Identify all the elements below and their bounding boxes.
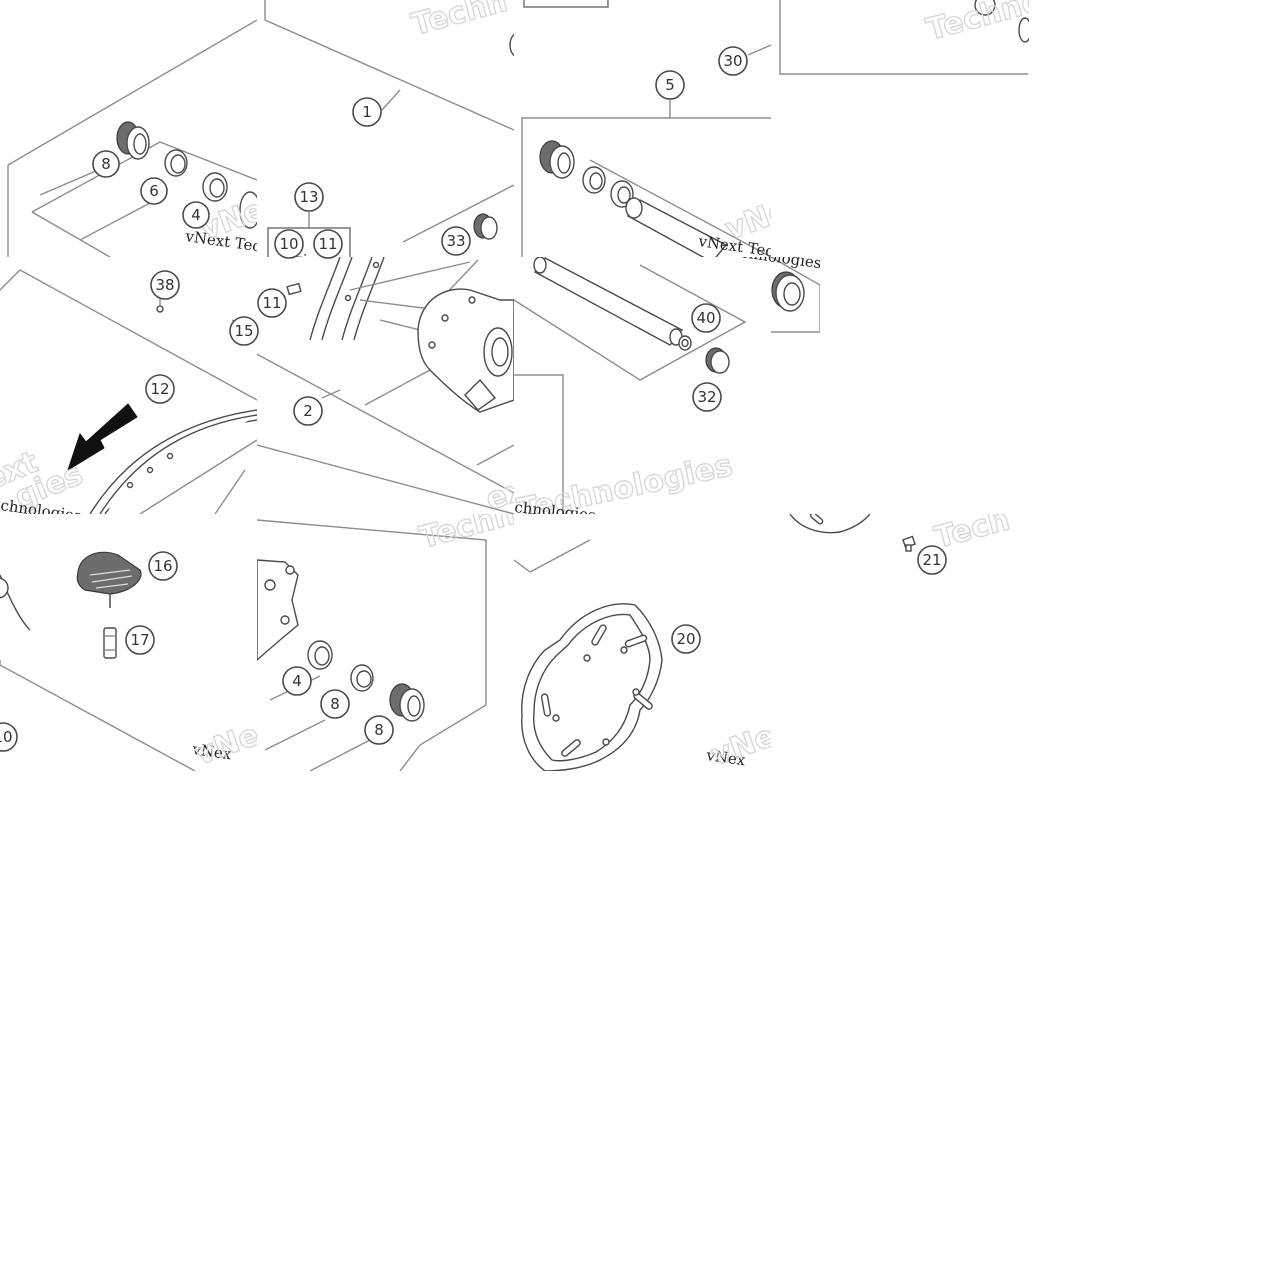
callout-1: 1 [352,97,382,127]
tile-disc-screw: Tech [789,502,1014,556]
svg-text:15: 15 [234,322,253,340]
collar-sleeve-part [705,347,730,374]
svg-text:12: 12 [150,380,169,398]
svg-text:10: 10 [279,235,298,253]
svg-text:11: 11 [318,235,337,253]
tile-rear-axle-parts: chnologies Technologies chnologies [514,257,820,528]
svg-text:vNex: vNex [190,740,233,763]
svg-text:33: 33 [446,232,465,250]
rear-seal-part [539,140,575,179]
svg-text:16: 16 [153,557,172,575]
svg-text:ogies: ogies [282,248,324,271]
spacer-ring-part [164,149,188,177]
tile-front-axle-center: Techn ogies [264,0,514,271]
front-seal-right-part [389,683,425,722]
callout-11: 11 [313,229,343,259]
svg-text:Technologies: Technologies [514,448,735,528]
callout-16: 16 [148,551,178,581]
tile-rear-top-right: Techno [779,0,1029,75]
tile-front-wheel-rim: ext gies chnologies [0,269,257,514]
tile-rear-axle-top: vNe vNext Technologies [521,0,771,257]
svg-text:40: 40 [696,309,715,327]
rear-axle-part [533,257,684,346]
axle-spacer-tube-part [625,197,728,257]
svg-text:vNex: vNex [704,746,747,769]
callout-15: 13 [294,182,324,212]
bearing-part [202,172,228,202]
direction-arrow-icon [67,403,138,472]
front-hub-part [417,288,514,413]
callout-2: 2 [293,396,323,426]
callout-6: 6 [140,177,168,205]
callout-20: 20 [671,624,701,654]
svg-text:17: 17 [130,631,149,649]
valve-part [103,627,117,659]
callout-10: 10 [274,229,304,259]
rim-lock-part [76,551,142,608]
svg-text:1: 1 [362,103,372,121]
callout-17: 17 [125,625,155,655]
svg-text:4: 4 [191,206,201,224]
callout-32: 32 [692,382,722,412]
svg-text:Techn: Techn [408,0,511,43]
callout-38: 38 [150,270,180,300]
callout-30: 30 [718,46,748,76]
callout-11-nipple: 11 [257,288,287,318]
callout-5: 5 [655,70,685,100]
callout-8: 8 [92,150,120,178]
callout-21: 21 [917,545,947,575]
tile-front-hub-spokes: ext [257,257,514,514]
dust-seal-part [473,213,498,240]
callout-8-right: 8 [364,715,394,745]
svg-text:2: 2 [303,402,313,420]
svg-text:8: 8 [374,721,384,739]
callout-4-right: 4 [282,666,312,696]
svg-text:38: 38 [155,276,174,294]
tile-rim-tape-valve: vNex vNe [0,551,264,772]
svg-text:5: 5 [665,76,675,94]
hub-flange-part [257,559,299,661]
svg-text:8: 8 [330,695,340,713]
svg-text:Tech: Tech [931,502,1013,555]
callout-6-right: 8 [320,689,350,719]
svg-text:20: 20 [676,630,695,648]
callout-33: 33 [441,226,471,256]
svg-text:8: 8 [101,155,111,173]
tile-brake-disc: vNex vNe [514,539,771,771]
spoke-nipple-part [286,282,302,296]
callout-40: 40 [691,303,721,333]
svg-text:4: 4 [292,672,302,690]
svg-text:vNe: vNe [191,717,264,772]
callout-13: 15 [229,316,259,346]
rear-seal-right-part [771,271,805,312]
svg-text:13: 13 [299,188,318,206]
svg-text:10: 10 [0,728,13,746]
callout-4: 4 [182,201,210,229]
disc-screw-part [902,535,916,552]
tile-front-axle-left: vNext Tec vNe [7,19,257,257]
svg-text:11: 11 [262,294,281,312]
brake-disc-part [521,603,663,771]
wheel-seal-part [116,121,150,160]
svg-text:6: 6 [149,182,159,200]
svg-text:21: 21 [922,551,941,569]
axle-nut-part [678,335,692,351]
svg-text:30: 30 [723,52,742,70]
callout-10-rim: 10 [0,722,18,752]
svg-text:32: 32 [697,388,716,406]
callout-12: 12 [145,374,175,404]
